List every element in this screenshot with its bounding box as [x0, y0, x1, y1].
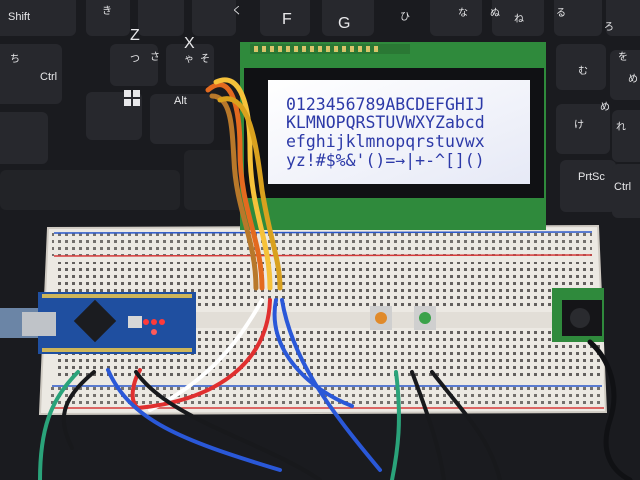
lcd-line-3: efghijklmnopqrstuvwx: [286, 132, 485, 151]
svg-text:ひ: ひ: [400, 12, 410, 23]
svg-text:め: め: [600, 101, 610, 113]
ctrl-key: Ctrl: [40, 71, 57, 83]
svg-text:ね: ね: [514, 13, 524, 25]
f-key: F: [282, 11, 292, 28]
svg-text:つ: つ: [130, 54, 140, 65]
svg-text:ゃ: ゃ: [184, 54, 194, 65]
svg-text:そ: そ: [200, 53, 210, 65]
svg-text:る: る: [556, 7, 566, 19]
led-red-4: [151, 329, 157, 335]
microcontroller-chip: [73, 299, 117, 343]
svg-text:ぬ: ぬ: [490, 7, 500, 19]
dc-power-jack: [552, 288, 604, 342]
svg-text:め: め: [628, 73, 638, 85]
usb-port: [22, 312, 56, 336]
svg-text:を: を: [618, 51, 628, 63]
lcd-screen: [268, 80, 530, 184]
svg-text:け: け: [574, 119, 584, 131]
alt-key: Alt: [174, 95, 187, 107]
svg-text:さ: さ: [150, 51, 160, 63]
ctrl-key-right: Ctrl: [614, 181, 631, 193]
z-key: Z: [130, 27, 140, 44]
x-key: X: [184, 35, 195, 52]
svg-text:く: く: [232, 6, 242, 17]
jumper-wires: [38, 77, 633, 480]
svg-text:れ: れ: [616, 121, 626, 133]
push-buttons: [370, 306, 436, 330]
led-red-2: [151, 319, 157, 325]
led-red-1: [143, 319, 149, 325]
lcd-line-2: KLMNOPQRSTUVWXYZabcd: [286, 113, 485, 132]
lcd-header-pins: [254, 46, 378, 52]
keyboard-labels: Shift Ctrl Alt PrtSc Ctrl F G Z X つ さ ゃ …: [8, 5, 638, 193]
lcd-line-4: yz!#$%&'()=→|+-^[](): [286, 151, 485, 170]
led-red-3: [159, 319, 165, 325]
prtsc-key: PrtSc: [578, 171, 605, 183]
svg-text:な: な: [458, 7, 468, 19]
keyboard-keys: [0, 0, 640, 218]
svg-text:ち: ち: [10, 53, 20, 65]
svg-text:き: き: [102, 5, 112, 17]
lcd-module: 0123456789ABCDEFGHIJ KLMNOPQRSTUVWXYZabc…: [240, 42, 546, 230]
green-button: [419, 312, 431, 324]
svg-text:む: む: [578, 65, 588, 77]
g-key: G: [338, 15, 350, 32]
orange-button: [375, 312, 387, 324]
shift-key: Shift: [8, 11, 30, 23]
lcd-line-1: 0123456789ABCDEFGHIJ: [286, 95, 485, 114]
svg-text:ろ: ろ: [604, 22, 614, 33]
arduino-board: [0, 292, 196, 354]
